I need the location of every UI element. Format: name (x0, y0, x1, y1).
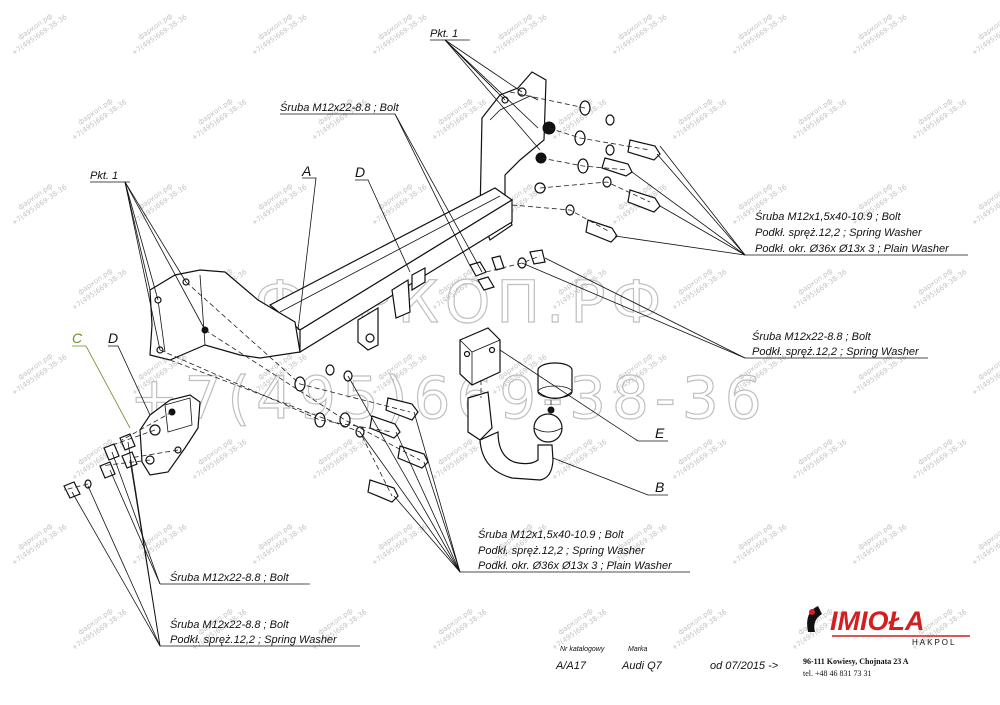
watermark-tile: фаркоп.рф+7(495)669-38-36 (970, 522, 1000, 567)
watermark-tile: фаркоп.рф+7(495)669-38-36 (10, 352, 69, 397)
phone: tel. +48 46 831 73 31 (803, 669, 872, 678)
watermark-tile: фаркоп.рф+7(495)669-38-36 (790, 267, 849, 312)
catalog-value: A/A17 (555, 660, 587, 672)
label-bolt-left: Śruba M12x22-8.8 ; Bolt (170, 571, 290, 584)
watermark-tile: фаркоп.рф+7(495)669-38-36 (490, 12, 549, 57)
watermark-tile: фаркоп.рф+7(495)669-38-36 (910, 437, 969, 482)
watermark-phone: +7(495)669-38-36 (130, 364, 768, 432)
watermark-tile: фаркоп.рф+7(495)669-38-36 (790, 97, 849, 142)
watermark-tile: фаркоп.рф+7(495)669-38-36 (790, 437, 849, 482)
watermark-tile: фаркоп.рф+7(495)669-38-36 (850, 12, 909, 57)
label-part-a: A (301, 163, 311, 179)
watermark-tile: фаркоп.рф+7(495)669-38-36 (10, 12, 69, 57)
watermark-tile: фаркоп.рф+7(495)669-38-36 (910, 97, 969, 142)
label-bolt-top: Śruba M12x22-8.8 ; Bolt (280, 101, 400, 114)
brand-header: Marka (628, 646, 648, 653)
watermark-tile: фаркоп.рф+7(495)669-38-36 (250, 12, 309, 57)
watermark-tile: фаркоп.рф+7(495)669-38-36 (430, 97, 489, 142)
watermark-tile: фаркоп.рф+7(495)669-38-36 (250, 182, 309, 227)
watermark-tile: фаркоп.рф+7(495)669-38-36 (10, 522, 69, 567)
watermark-tile: фаркоп.рф+7(495)669-38-36 (910, 267, 969, 312)
watermark-tile: фаркоп.рф+7(495)669-38-36 (550, 607, 609, 652)
watermark-tile: фаркоп.рф+7(495)669-38-36 (670, 607, 729, 652)
watermark-tile: фаркоп.рф+7(495)669-38-36 (970, 12, 1000, 57)
ball-cap (537, 362, 573, 400)
title-block: Nr katalogowy A/A17 Marka Audi Q7 od 07/… (555, 606, 970, 678)
bolt-set-upper-center (469, 249, 546, 291)
logo-sub: HAKPOL (912, 638, 956, 647)
watermark-tile: фаркоп.рф+7(495)669-38-36 (70, 267, 129, 312)
watermark-tile: фаркоп.рф+7(495)669-38-36 (370, 522, 429, 567)
watermark-tile: фаркоп.рф+7(495)669-38-36 (250, 522, 309, 567)
label-part-b: B (655, 479, 664, 495)
catalog-header: Nr katalogowy (560, 646, 605, 653)
watermark-tile: фаркоп.рф+7(495)669-38-36 (370, 182, 429, 227)
watermark-tile: фаркоп.рф+7(495)669-38-36 (310, 437, 369, 482)
callout-labels: Pkt. 1 Pkt. 1 Śruba M12x22-8.8 ; Bolt A … (72, 28, 950, 646)
watermark-tile: фаркоп.рф+7(495)669-38-36 (190, 437, 249, 482)
label-bolt-bottom-1: Śruba M12x22-8.8 ; Bolt (170, 618, 290, 631)
label-part-d-left: D (108, 330, 118, 346)
watermark-tile: фаркоп.рф+7(495)669-38-36 (430, 607, 489, 652)
watermark-tile: фаркоп.рф+7(495)669-38-36 (970, 182, 1000, 227)
label-pkt1-left: Pkt. 1 (90, 170, 118, 182)
date-value: od 07/2015 -> (710, 660, 779, 672)
watermark-tile: фаркоп.рф+7(495)669-38-36 (970, 352, 1000, 397)
watermark-tile: фаркоп.рф+7(495)669-38-36 (130, 182, 189, 227)
watermark-tile: фаркоп.рф+7(495)669-38-36 (670, 267, 729, 312)
logo-text: IMIOŁA (830, 606, 925, 636)
socket-plate-e (459, 327, 501, 386)
label-bolt-right-1: Śruba M12x1,5x40-10.9 ; Bolt (755, 210, 901, 223)
address: 96-111 Kowiesy, Chojnata 23 A (803, 657, 909, 666)
watermark-tile: фаркоп.рф+7(495)669-38-36 (370, 12, 429, 57)
label-pkt1-top: Pkt. 1 (430, 28, 458, 40)
watermark-tile: фаркоп.рф+7(495)669-38-36 (610, 12, 669, 57)
label-bolt-center-1: Śruba M12x1,5x40-10.9 ; Bolt (478, 528, 624, 541)
watermark-tile: фаркоп.рф+7(495)669-38-36 (130, 12, 189, 57)
watermark-tile: фаркоп.рф+7(495)669-38-36 (70, 97, 129, 142)
watermark-tile: фаркоп.рф+7(495)669-38-36 (670, 97, 729, 142)
watermark-tile: фаркоп.рф+7(495)669-38-36 (10, 182, 69, 227)
label-bolt-center-2: Podkł. spręż.12,2 ; Spring Washer (478, 545, 646, 557)
label-part-d-top: D (355, 164, 365, 180)
label-bolt-right-3: Podkł. okr. Ø36x Ø13x 3 ; Plain Washer (755, 243, 950, 255)
watermark-tile: фаркоп.рф+7(495)669-38-36 (730, 12, 789, 57)
tow-ball-neck-b (467, 391, 563, 481)
label-part-e: E (655, 425, 665, 441)
label-bolt-mid-2: Podkł. spręż.12,2 ; Spring Washer (752, 346, 920, 358)
label-bolt-center-3: Podkł. okr. Ø36x Ø13x 3 ; Plain Washer (478, 560, 673, 572)
leader-lines (71, 39, 968, 647)
watermark-tile: фаркоп.рф+7(495)669-38-36 (850, 522, 909, 567)
brand-value: Audi Q7 (621, 660, 663, 672)
watermark-tile: фаркоп.рф+7(495)669-38-36 (190, 97, 249, 142)
watermark-tile: фаркоп.рф+7(495)669-38-36 (70, 607, 129, 652)
label-bolt-right-2: Podkł. spręż.12,2 ; Spring Washer (755, 227, 923, 239)
label-bolt-mid-1: Śruba M12x22-8.8 ; Bolt (752, 330, 872, 343)
main-crossbar-a (268, 187, 514, 354)
watermark-tile: фаркоп.рф+7(495)669-38-36 (730, 522, 789, 567)
imiola-logo: IMIOŁA HAKPOL (807, 606, 970, 647)
watermark-tile: фаркоп.рф+7(495)669-38-36 (310, 97, 369, 142)
label-part-c: C (72, 330, 83, 346)
watermark-tile: фаркоп.рф+7(495)669-38-36 (130, 522, 189, 567)
label-bolt-bottom-2: Podkł. spręż.12,2 ; Spring Washer (170, 634, 338, 646)
watermark-tile: фаркоп.рф+7(495)669-38-36 (670, 437, 729, 482)
